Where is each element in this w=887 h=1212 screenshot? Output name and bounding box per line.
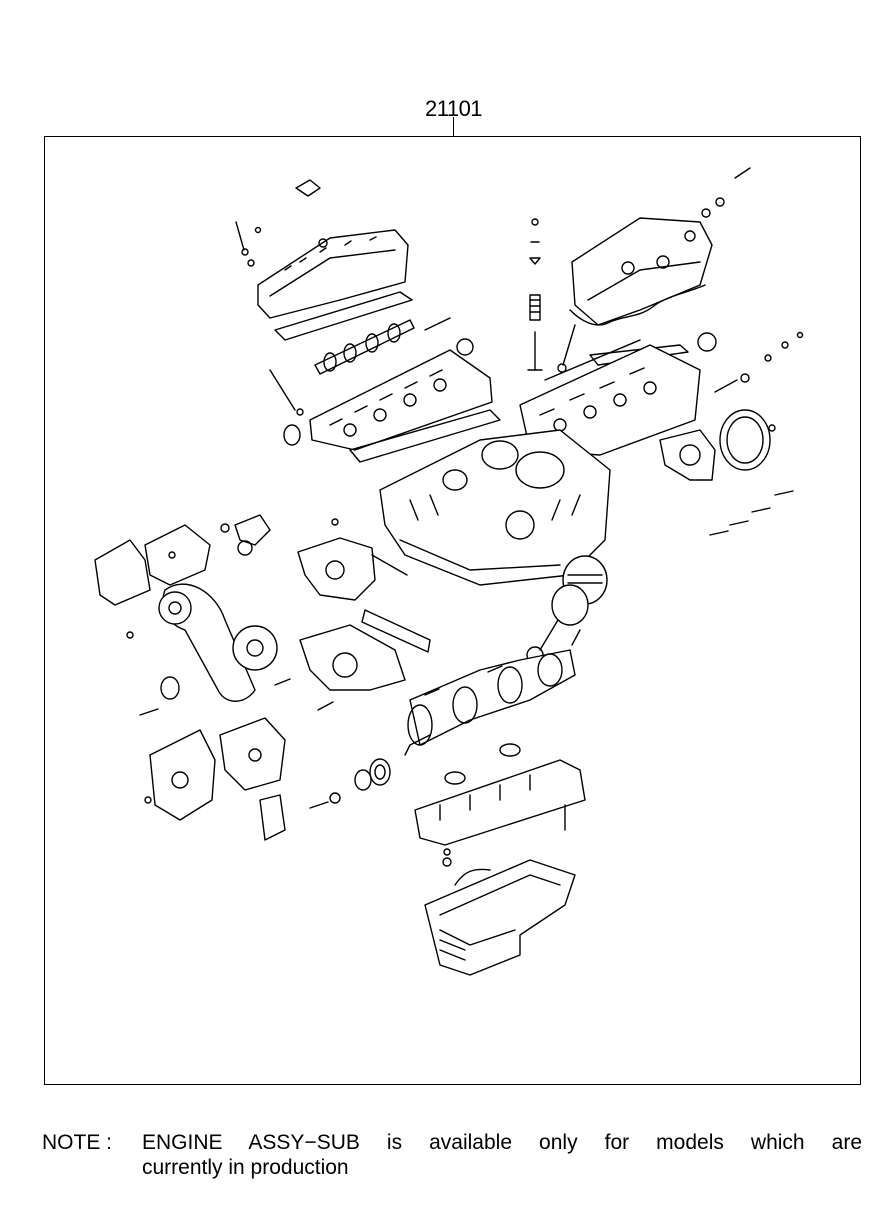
bearing-caps	[414, 743, 586, 846]
timing-cover-upper	[94, 514, 271, 606]
oil-pan	[424, 848, 576, 976]
note-text-line-1: ENGINE ASSY−SUB is available only for mo…	[142, 1131, 862, 1154]
timing-cover-lower	[144, 717, 286, 841]
camshaft-left	[314, 317, 474, 375]
diagram-frame	[44, 136, 861, 1085]
part-number-leader-line	[453, 117, 454, 137]
crank-seal	[309, 758, 391, 809]
cylinder-head-cover-right	[569, 167, 751, 326]
cylinder-block	[379, 429, 611, 586]
cylinder-head-cover-left	[235, 179, 413, 341]
rear-oil-seal	[659, 331, 804, 536]
oil-pump	[274, 624, 406, 711]
timing-belt	[126, 583, 278, 716]
pistons	[526, 555, 608, 664]
water-pump	[297, 518, 431, 653]
crankshaft	[404, 649, 576, 756]
note-text-line-2: currently in production	[142, 1156, 349, 1179]
note-label: NOTE :	[42, 1131, 113, 1154]
cylinder-head-left	[269, 349, 501, 463]
availability-note: NOTE : ENGINE ASSY−SUB is available only…	[42, 1130, 862, 1180]
valve-assembly	[527, 218, 576, 373]
part-number-label: 21101	[425, 96, 483, 121]
